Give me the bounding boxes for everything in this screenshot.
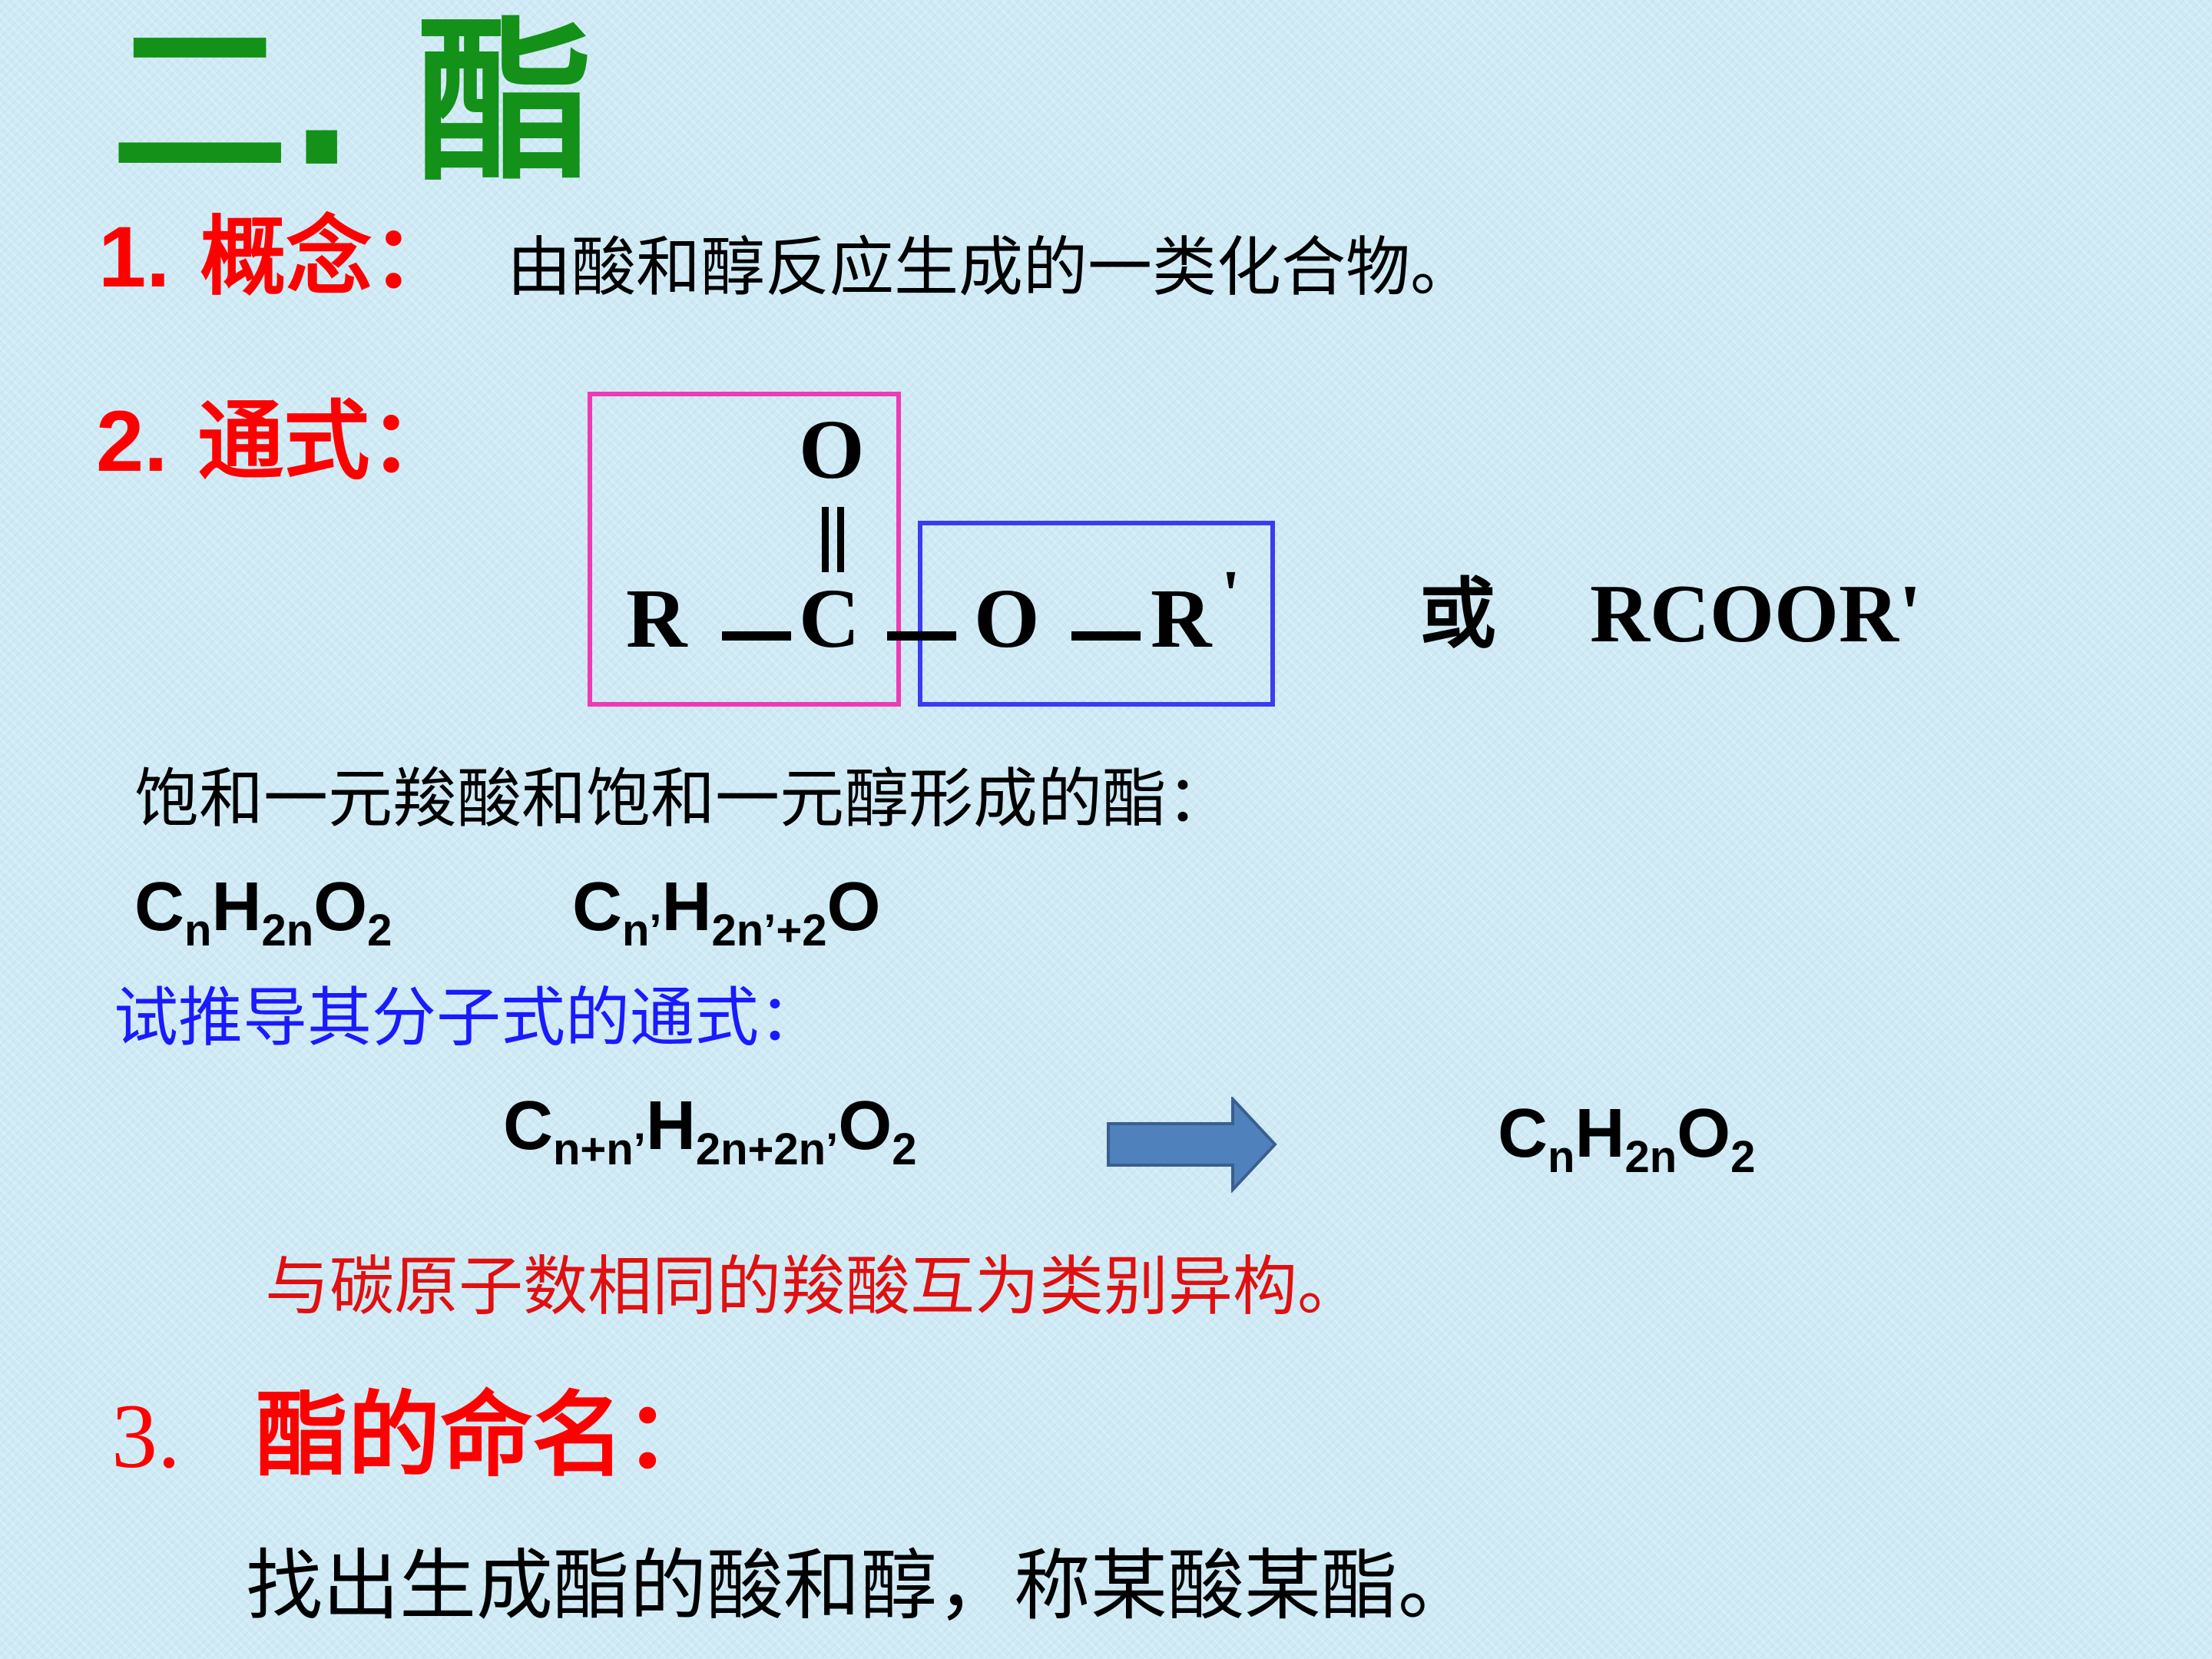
condensed-formula: RCOOR' xyxy=(1590,568,1922,660)
r-group: R xyxy=(626,571,687,665)
naming-rule: 找出生成酯的酸和醇，称某酸某酯。 xyxy=(246,1541,1475,1631)
or-text: 或 xyxy=(1419,569,1496,659)
concept-label: 概念： xyxy=(200,207,459,307)
general-formula-label: 通式： xyxy=(197,392,456,492)
isomer-note: 与碳原子数相同的羧酸互为类别异构。 xyxy=(265,1249,1363,1324)
prime-mark: ' xyxy=(1221,557,1241,633)
acid-formula: CnH2nO2 xyxy=(134,869,392,955)
naming-label: 酯的命名： xyxy=(256,1382,717,1489)
bond-o-r xyxy=(1071,631,1141,641)
general-formula-number: 2. xyxy=(96,393,168,489)
combined-formula: Cn+n’H2n+2n’O2 xyxy=(503,1088,917,1174)
general-formula-heading: 2. 通式： xyxy=(96,392,455,492)
saturated-ester-text: 饱和一元羧酸和饱和一元醇形成的酯： xyxy=(134,761,1232,836)
bond-c-o xyxy=(887,631,956,641)
carbonyl-carbon: C xyxy=(799,571,860,665)
carbonyl-oxygen: O xyxy=(799,402,865,496)
alcohol-formula: Cn’H2n’+2O xyxy=(572,869,881,955)
concept-definition: 由酸和醇反应生成的一类化合物。 xyxy=(507,230,1475,305)
alkoxy-group-box xyxy=(918,521,1275,707)
derive-prompt: 试推导其分子式的通式： xyxy=(114,980,824,1055)
right-arrow-icon xyxy=(1107,1097,1277,1193)
naming-heading: 3. 酯的命名： xyxy=(111,1382,717,1490)
result-formula: CnH2nO2 xyxy=(1498,1095,1756,1182)
concept-heading: 1. 概念： xyxy=(98,207,458,307)
double-bond-icon xyxy=(822,507,844,572)
acyl-group-box xyxy=(588,392,901,707)
bond-r-c xyxy=(722,631,791,641)
naming-number: 3. xyxy=(111,1385,180,1487)
ester-oxygen: O xyxy=(974,571,1040,665)
concept-number: 1. xyxy=(98,209,171,305)
page-title: 二. 酯 xyxy=(111,1,594,206)
r-prime-group: R xyxy=(1151,571,1212,665)
